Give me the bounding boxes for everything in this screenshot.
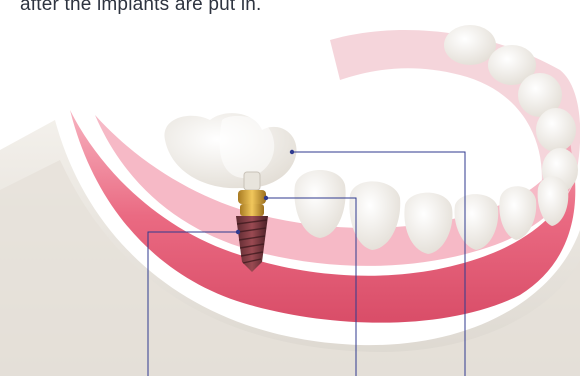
back-teeth [444, 25, 578, 192]
implant-crown [164, 113, 296, 188]
